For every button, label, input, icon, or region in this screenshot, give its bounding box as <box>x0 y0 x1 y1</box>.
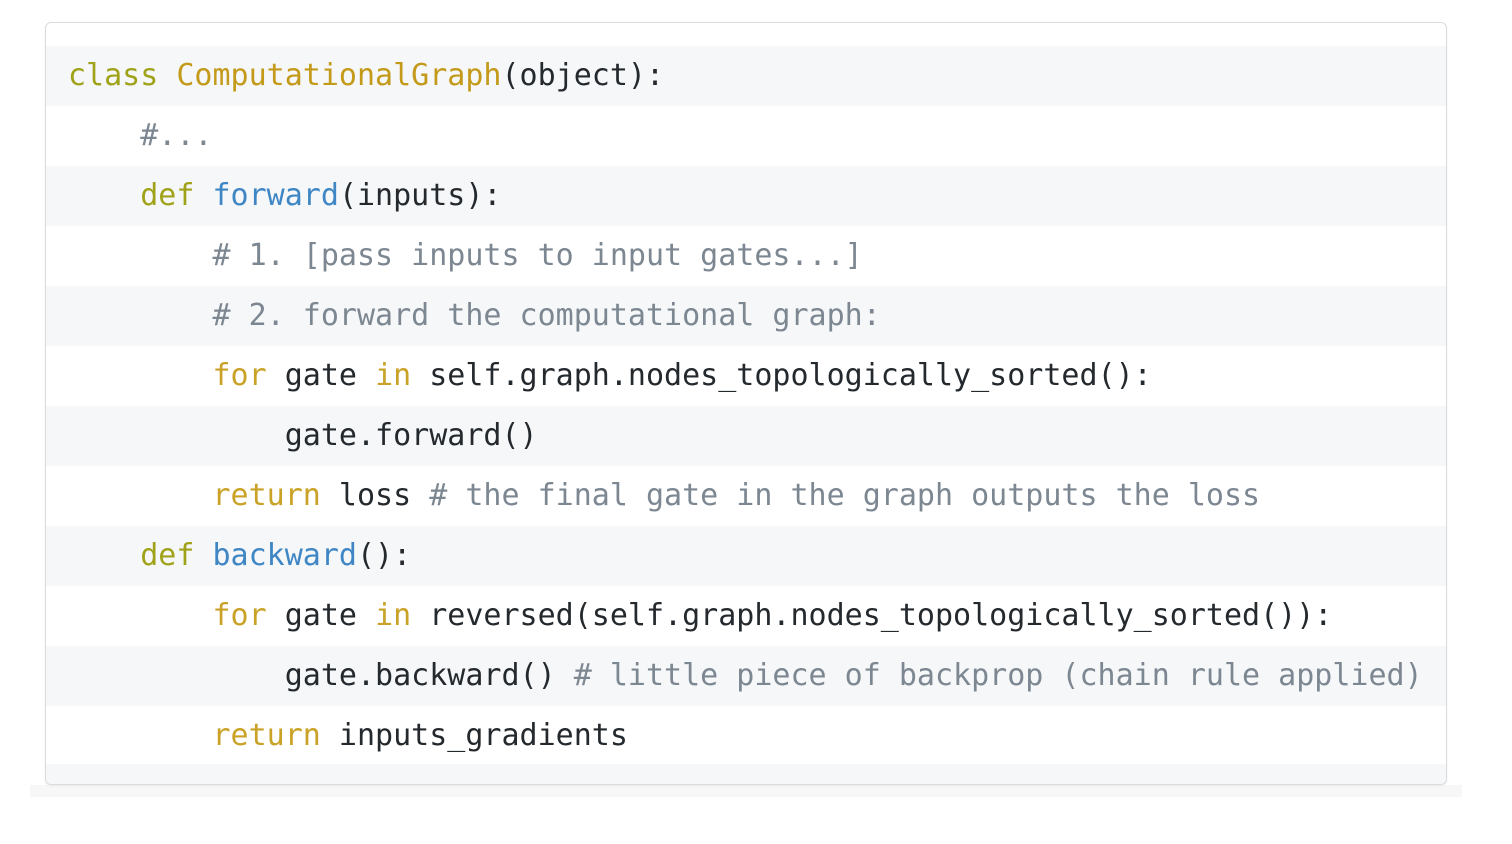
code-line: # 2. forward the computational graph: <box>46 286 1446 346</box>
code-keyword: return <box>212 718 321 753</box>
code-indent <box>68 478 213 513</box>
code-text <box>194 178 212 213</box>
code-lines: class ComputationalGraph(object): #... d… <box>46 46 1446 766</box>
code-text: inputs_gradients <box>320 718 628 753</box>
code-keyword: in <box>375 598 412 633</box>
code-indent <box>68 358 213 393</box>
code-keyword: in <box>375 358 412 393</box>
code-keyword: return <box>212 478 321 513</box>
code-line: def forward(inputs): <box>46 166 1446 226</box>
code-indent <box>68 418 285 453</box>
code-text: (inputs): <box>338 178 502 213</box>
code-comment: # 1. [pass inputs to input gates...] <box>212 238 863 273</box>
code-keyword: def <box>140 178 195 213</box>
code-indent <box>68 298 213 333</box>
code-line: for gate in reversed(self.graph.nodes_to… <box>46 586 1446 646</box>
card-shadow-strip <box>30 785 1462 797</box>
code-indent <box>68 238 213 273</box>
code-indent <box>68 718 213 753</box>
code-text: gate <box>266 598 376 633</box>
code-line: gate.forward() <box>46 406 1446 466</box>
code-keyword: class <box>68 58 159 93</box>
code-text <box>158 58 176 93</box>
code-function-name: forward <box>212 178 339 213</box>
code-line: def backward(): <box>46 526 1446 586</box>
code-block: class ComputationalGraph(object): #... d… <box>45 22 1447 785</box>
code-comment: # the final gate in the graph outputs th… <box>429 478 1261 513</box>
code-line: # 1. [pass inputs to input gates...] <box>46 226 1446 286</box>
code-text: self.graph.nodes_topologically_sorted(): <box>411 358 1152 393</box>
code-line: for gate in self.graph.nodes_topological… <box>46 346 1446 406</box>
code-text: (): <box>357 538 412 573</box>
code-text <box>194 538 212 573</box>
code-keyword: def <box>140 538 195 573</box>
code-text: reversed(self.graph.nodes_topologically_… <box>411 598 1333 633</box>
code-keyword: for <box>212 598 267 633</box>
code-keyword: for <box>212 358 267 393</box>
code-block-footer <box>46 764 1446 784</box>
code-indent <box>68 178 140 213</box>
code-text: gate.forward() <box>284 418 538 453</box>
code-comment: #... <box>140 118 213 153</box>
code-line: #... <box>46 106 1446 166</box>
code-indent <box>68 118 140 153</box>
code-indent <box>68 658 285 693</box>
code-text: (object): <box>501 58 665 93</box>
code-indent <box>68 598 213 633</box>
code-comment: # 2. forward the computational graph: <box>212 298 881 333</box>
code-line: gate.backward() # little piece of backpr… <box>46 646 1446 706</box>
code-text: gate <box>266 358 376 393</box>
code-line: class ComputationalGraph(object): <box>46 46 1446 106</box>
code-class-name: ComputationalGraph <box>176 58 502 93</box>
code-text: loss <box>320 478 430 513</box>
code-comment: # little piece of backprop (chain rule a… <box>573 658 1423 693</box>
code-line: return inputs_gradients <box>46 706 1446 766</box>
code-function-name: backward <box>212 538 358 573</box>
code-text: gate.backward() <box>284 658 574 693</box>
code-indent <box>68 538 140 573</box>
code-line: return loss # the final gate in the grap… <box>46 466 1446 526</box>
